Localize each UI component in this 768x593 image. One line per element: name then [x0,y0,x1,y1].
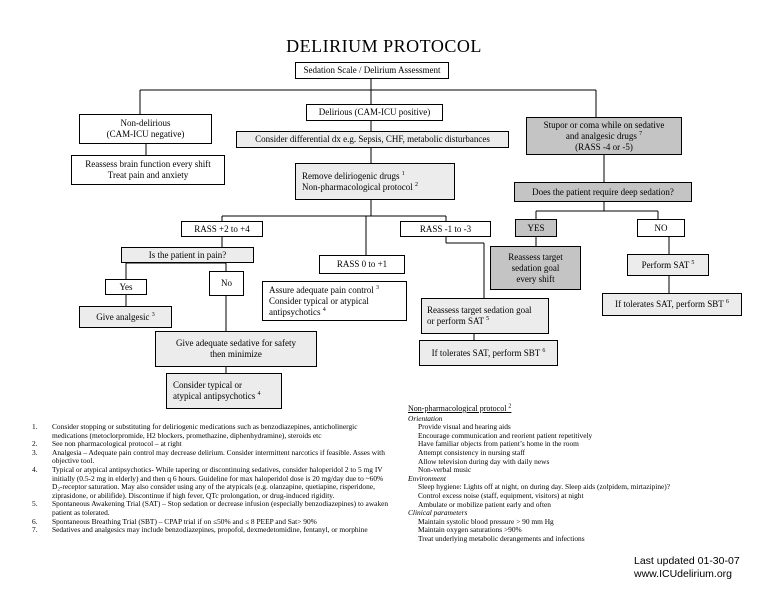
assure-pain-line1: Assure adequate pain control 3 [269,284,379,295]
assure-pain-line2: Consider typical or atypical [269,295,369,306]
adequate-sedative-box: Give adequate sedative for safety then m… [155,331,317,367]
tolerates-mid-label: If tolerates SAT, perform SBT 6 [431,347,546,358]
rass-agitated-box: RASS +2 to +4 [181,221,263,237]
tolerates-right-box: If tolerates SAT, perform SBT 6 [602,293,742,316]
no-left-label: No [221,278,232,288]
give-analgesic-label: Give analgesic 3 [96,311,155,322]
delirious-label: Delirious (CAM-ICU positive) [318,107,431,117]
footnote-7: 7.Sedatives and analgesics may include b… [32,525,368,535]
non-delirious-label: Non-delirious [120,118,171,128]
assessment-box: Sedation Scale / Delirium Assessment [295,62,449,79]
nonpharm-item: Control excess noise (staff, equipment, … [418,490,584,500]
rass-calm-label: RASS 0 to +1 [336,259,388,269]
nonpharm-item: Provide visual and hearing aids [418,422,511,432]
consider-typical-line1: Consider typical or [173,380,242,390]
differential-box: Consider differential dx e.g. Sepsis, CH… [236,131,509,148]
tolerates-mid-box: If tolerates SAT, perform SBT 6 [419,340,558,366]
nonpharm-section-environment: Environment [408,473,446,483]
assure-pain-box: Assure adequate pain control 3 Consider … [262,281,407,321]
reassess-target-mid-box: Reassess target sedation goal or perform… [421,298,549,334]
non-delirious-box: Non-delirious (CAM-ICU negative) [79,114,212,144]
nonpharm-protocol: Non-pharmacological protocol 2 Orientati… [408,403,738,544]
yes-left-box: Yes [105,279,147,295]
tolerates-right-label: If tolerates SAT, perform SBT 6 [615,299,729,309]
website-url: www.ICUdelirium.org [634,568,733,580]
remove-drugs-line2: Non-pharmacological protocol 2 [302,181,418,192]
footnotes-list: 1.Consider stopping or substituting for … [30,422,390,535]
differential-label: Consider differential dx e.g. Sepsis, CH… [255,134,490,144]
remove-drugs-box: Remove deliriogenic drugs 1 Non-pharmaco… [295,163,455,200]
assessment-label: Sedation Scale / Delirium Assessment [303,65,441,75]
delirious-box: Delirious (CAM-ICU positive) [306,104,443,121]
reassess-brain-box: Reassess brain function every shift Trea… [71,155,225,185]
reassess-brain-line1: Reassess brain function every shift [85,159,211,169]
stupor-box: Stupor or coma while on sedative and ana… [526,117,682,155]
give-analgesic-box: Give analgesic 3 [79,306,172,328]
rass-agitated-label: RASS +2 to +4 [194,223,250,234]
remove-drugs-line1: Remove deliriogenic drugs 1 [302,170,405,181]
nonpharm-header: Non-pharmacological protocol 2 [408,403,512,413]
nonpharm-item: Sleep hygiene: Lights off at night, on d… [418,482,671,492]
pain-question-label: Is the patient in pain? [148,249,227,260]
nonpharm-item: Non-verbal music [418,465,472,475]
adequate-sedative-line1: Give adequate sedative for safety [176,338,296,348]
reassess-target-mid-line1: Reassess target sedation goal [427,305,532,315]
footnote-3: 3.Analgesia – Adequate pain control may … [32,447,385,466]
footnote-6: 6.Spontaneous Breathing Trial (SBT) – CP… [32,516,317,526]
rass-sedated-label: RASS -1 to -3 [419,223,472,234]
stupor-line3: (RASS -4 or -5) [575,141,633,152]
page-title: DELIRIUM PROTOCOL [286,36,482,56]
reassess-target-right-line3: every shift [516,273,555,284]
deep-sedation-box: Does the patient require deep sedation? [514,182,692,202]
perform-sat-right-label: Perform SAT 5 [641,259,695,270]
yes-left-label: Yes [119,281,133,292]
stupor-line1: Stupor or coma while on sedative [543,119,665,130]
nonpharm-item: Ambulate or mobilize patient early and o… [418,499,551,509]
nonpharm-item: Encourage communication and reorient pat… [418,430,593,440]
reassess-target-right-line2: sedation goal [511,262,560,273]
deep-sedation-label: Does the patient require deep sedation? [532,186,674,197]
stupor-line2: and analgesic drugs 7 [565,130,643,141]
last-updated-date: Last updated 01-30-07 [634,555,740,567]
nonpharm-section-orientation: Orientation [408,413,443,423]
nonpharm-item: Attempt consistency in nursing staff [418,447,526,457]
pain-question-box: Is the patient in pain? [121,247,254,263]
consider-typical-box: Consider typical or atypical antipsychot… [166,373,282,409]
nonpharm-item: Maintain systolic blood pressure > 90 mm… [418,516,554,526]
adequate-sedative-line2: then minimize [210,349,262,359]
footnote-4: 4.Typical or atypical antipsychotics- Wh… [32,464,384,500]
no-right-label: NO [654,222,668,233]
assure-pain-line3: antipsychotics 4 [269,306,326,317]
nonpharm-section-clinical: Clinical parameters [408,508,468,518]
rass-calm-box: RASS 0 to +1 [319,255,405,274]
nonpharm-item: Maintain oxygen saturations >90% [418,525,522,535]
reassess-target-right-line1: Reassess target [508,251,563,262]
yes-right-box: YES [515,219,557,237]
yes-right-label: YES [527,222,545,233]
consider-typical-line2: atypical antipsychotics 4 [173,391,261,401]
last-updated: Last updated 01-30-07 www.ICUdelirium.or… [634,555,740,581]
nonpharm-item: Treat underlying metabolic derangements … [418,533,585,543]
rass-sedated-box: RASS -1 to -3 [400,221,491,237]
non-delirious-sub: (CAM-ICU negative) [106,129,185,139]
no-right-box: NO [637,219,685,237]
no-left-box: No [209,271,244,296]
footnote-2: 2.See non pharmacological protocol – at … [32,439,182,449]
reassess-target-right-box: Reassess target sedation goal every shif… [490,246,581,290]
reassess-target-mid-line2: or perform SAT 5 [427,316,490,326]
nonpharm-item: Allow television during day with daily n… [418,456,550,466]
nonpharm-item: Have familiar objects from patient’s hom… [418,439,579,449]
reassess-brain-line2: Treat pain and anxiety [107,170,189,180]
footnote-1: 1.Consider stopping or substituting for … [32,422,358,440]
footnote-5: 5.Spontaneous Awakening Trial (SAT) – St… [32,499,389,517]
perform-sat-right-box: Perform SAT 5 [627,254,709,276]
